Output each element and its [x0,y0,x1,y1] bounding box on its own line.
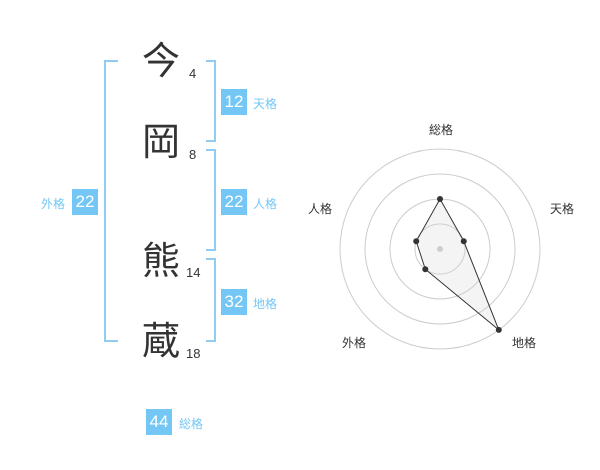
gaikaku-value: 22 [72,189,98,215]
name-char-3: 熊 [142,239,181,283]
radar-axis-label-tenkaku: 天格 [550,201,574,216]
stroke-count-1: 4 [189,66,197,81]
radar-ring [414,223,466,275]
radar-ring [339,148,541,350]
chikaku-label: 地格 [253,297,278,311]
stroke-count-3: 14 [186,265,201,280]
chikaku-value: 32 [221,289,247,315]
stroke-count-4: 18 [186,346,201,361]
chikaku-bracket [206,258,216,342]
radar-point-0 [437,196,443,202]
radar-point-3 [422,266,429,273]
gaikaku-label: 外格 [41,197,66,211]
radar-value-polygon [415,197,500,331]
radar-point-4 [413,238,420,245]
radar-ring [364,173,516,325]
radar-axis-label-gaikaku: 外格 [342,335,366,350]
name-char-1: 今 [142,39,181,83]
tenkaku-value: 12 [221,89,247,115]
jinkaku-bracket [206,149,216,251]
radar-axis-label-soukaku: 総格 [429,122,453,137]
tenkaku-bracket [206,60,216,142]
radar-point-1 [460,238,467,245]
radar-point-2 [495,326,502,333]
radar-axis-label-jinkaku: 人格 [308,201,332,216]
stroke-count-2: 8 [189,147,197,162]
jinkaku-label: 人格 [253,197,278,211]
name-char-2: 岡 [142,120,181,164]
tenkaku-label: 天格 [253,97,278,111]
gaikaku-bracket [104,60,118,342]
radar-axis-label-chikaku: 地格 [512,335,536,350]
soukaku-value: 44 [146,409,172,435]
name-char-4: 蔵 [142,319,181,363]
soukaku-label: 総格 [179,417,204,431]
radar-points [413,196,502,333]
jinkaku-value: 22 [221,189,247,215]
radar-center-dot [437,246,443,252]
